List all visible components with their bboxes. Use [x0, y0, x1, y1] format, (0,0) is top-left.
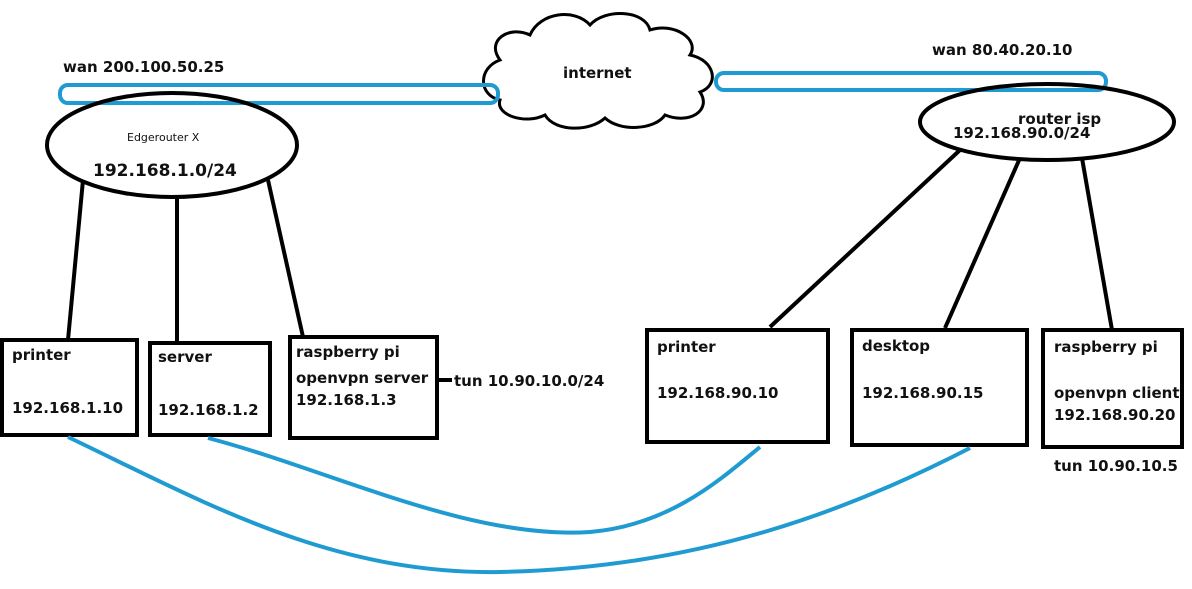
- wire-pi-a: [266, 179, 305, 338]
- pi-b-tun: tun 10.90.10.5: [1054, 457, 1178, 475]
- printer-b-name: printer: [657, 338, 716, 356]
- server-a-ip: 192.168.1.2: [158, 401, 259, 419]
- desktop-b-box: [850, 328, 1029, 447]
- wire-printer-a: [66, 179, 85, 341]
- printer-a-ip: 192.168.1.10: [12, 399, 123, 417]
- wire-printer-b: [768, 148, 962, 329]
- wire-pi-b: [1080, 157, 1114, 331]
- pi-a-tun: tun 10.90.10.0/24: [454, 372, 604, 390]
- printer-a-box: [0, 338, 139, 437]
- printer-b-box: [645, 328, 830, 444]
- pi-b-role: openvpn client: [1054, 384, 1180, 402]
- edgerouter-name: Edgerouter X: [127, 131, 200, 144]
- pi-a-name: raspberry pi: [296, 343, 400, 361]
- desktop-b-ip: 192.168.90.15: [862, 384, 983, 402]
- vpn-link-server-a-printer-b: [207, 436, 762, 535]
- server-a-box: [148, 341, 272, 437]
- router-isp-node: [918, 82, 1176, 162]
- edgerouter-subnet: 192.168.1.0/24: [93, 161, 237, 181]
- vpn-link-printer-a-desktop-b: [67, 435, 971, 575]
- wire-desktop-b: [943, 157, 1022, 329]
- pi-b-name: raspberry pi: [1054, 338, 1158, 356]
- wan-label-site-a: wan 200.100.50.25: [63, 58, 224, 76]
- desktop-b-name: desktop: [862, 337, 930, 355]
- server-a-name: server: [158, 348, 212, 366]
- router-isp-name: router isp: [1018, 110, 1101, 128]
- wan-link-site-b: [714, 71, 1108, 92]
- internet-cloud: internet: [482, 12, 714, 130]
- edgerouter-node: [45, 91, 299, 199]
- wan-label-site-b: wan 80.40.20.10: [932, 41, 1072, 59]
- printer-a-name: printer: [12, 346, 71, 364]
- pi-b-ip: 192.168.90.20: [1054, 406, 1175, 424]
- pi-a-role: openvpn server: [296, 369, 429, 387]
- pi-a-ip: 192.168.1.3: [296, 391, 397, 409]
- router-isp-subnet: 192.168.90.0/24: [953, 124, 1090, 142]
- wan-link-site-a: [58, 83, 500, 105]
- internet-label: internet: [563, 64, 632, 82]
- pi-a-box: [288, 335, 439, 440]
- pi-b-box: [1041, 328, 1184, 449]
- printer-b-ip: 192.168.90.10: [657, 384, 778, 402]
